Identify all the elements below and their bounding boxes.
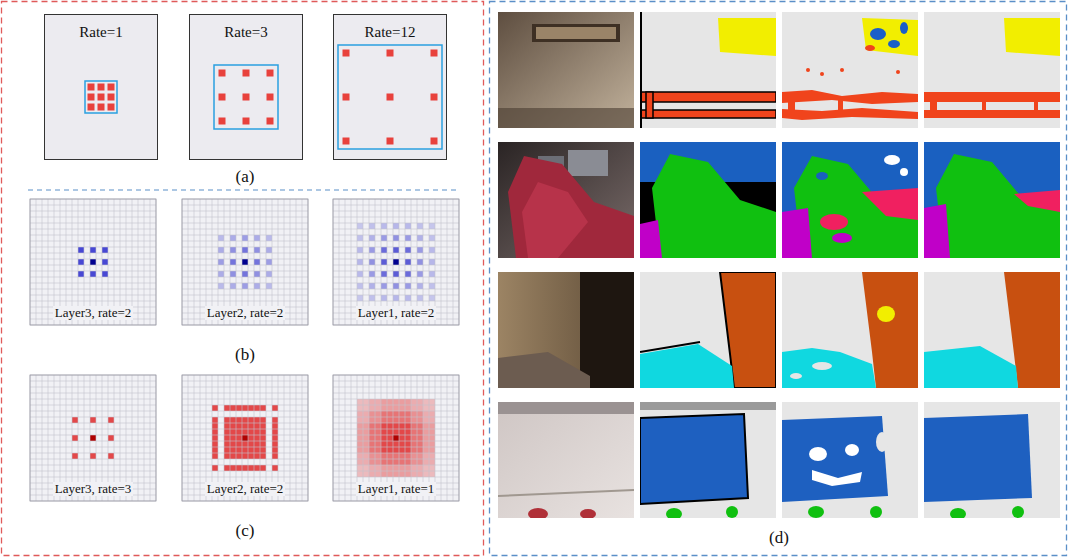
receptive-field-grids [30,199,459,501]
segmentation-results [498,12,1060,520]
subfigure-label: (d) [769,529,789,548]
subfigure-label: (b) [235,346,255,365]
panel-label: Rate=1 [79,24,122,41]
panel-frame [490,2,1067,556]
layer-panel: Layer1, rate=2 [333,199,459,325]
panel-frame [2,2,484,556]
layer-panel: Layer3, rate=2 [30,199,156,325]
rate-panel: Rate=3 [189,14,303,160]
rate-panel: Rate=1 [44,14,158,160]
kernel-points [88,50,438,145]
layer-panel: Layer3, rate=3 [30,375,156,501]
panel-label: Layer1, rate=2 [356,306,437,320]
layer-panel: Layer1, rate=1 [333,375,459,501]
panel-label: Layer3, rate=3 [53,482,134,496]
subfigure-label: (a) [236,168,255,187]
layer-panel: Layer2, rate=2 [182,375,308,501]
panel-label: Rate=12 [365,24,416,41]
panel-label: Layer2, rate=2 [205,306,286,320]
panel-label: Layer1, rate=1 [356,482,437,496]
panel-label: Layer3, rate=2 [53,306,134,320]
rate-illustration [44,14,447,160]
panel-label: Rate=3 [224,24,267,41]
separator [28,189,458,190]
subfigure-label: (c) [236,522,255,541]
rate-panel: Rate=12 [333,14,447,160]
layer-panel: Layer2, rate=2 [182,199,308,325]
panel-label: Layer2, rate=2 [205,482,286,496]
